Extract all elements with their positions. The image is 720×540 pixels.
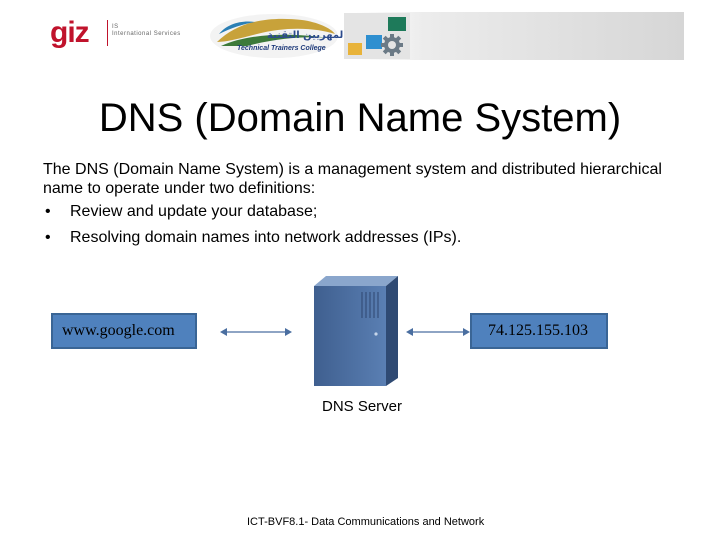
double-arrow-icon bbox=[220, 328, 292, 336]
server-label: DNS Server bbox=[321, 398, 403, 415]
double-arrow-icon bbox=[406, 328, 470, 336]
bullet-text: Resolving domain names into network addr… bbox=[70, 229, 462, 246]
giz-subtitle-line2: International Services bbox=[112, 31, 181, 37]
bullet-marker: • bbox=[45, 229, 51, 246]
college-emblem-icon bbox=[210, 14, 338, 58]
list-item: • Review and update your database; bbox=[43, 199, 683, 225]
college-name-arabic: كلية المهريين التقنية bbox=[267, 30, 371, 41]
slide-title: DNS (Domain Name System) bbox=[98, 96, 622, 140]
giz-wordmark: giz bbox=[50, 16, 90, 49]
gear-tile bbox=[344, 13, 410, 59]
gear-icon bbox=[348, 17, 406, 56]
giz-separator bbox=[107, 20, 108, 46]
bullet-text: Review and update your database; bbox=[70, 203, 318, 220]
intro-paragraph: The DNS (Domain Name System) is a manage… bbox=[43, 161, 662, 197]
header-banner bbox=[0, 12, 684, 60]
giz-subtitle-line1: IS bbox=[112, 24, 119, 30]
college-name-english: Technical Trainers College bbox=[237, 45, 326, 52]
giz-logo: giz IS International Services bbox=[50, 16, 210, 50]
ip-address-box: 74.125.155.103 bbox=[470, 313, 608, 349]
server-icon bbox=[314, 276, 398, 386]
college-logo: كلية المهريين التقنية Technical Trainers… bbox=[207, 12, 370, 60]
list-item: • Resolving domain names into network ad… bbox=[43, 225, 683, 251]
bullet-list: • Review and update your database; • Res… bbox=[43, 199, 683, 251]
bullet-marker: • bbox=[45, 203, 51, 220]
server-image bbox=[300, 274, 404, 388]
domain-name-box: www.google.com bbox=[51, 313, 197, 349]
slide-footer: ICT-BVF8.1- Data Communications and Netw… bbox=[247, 516, 485, 528]
